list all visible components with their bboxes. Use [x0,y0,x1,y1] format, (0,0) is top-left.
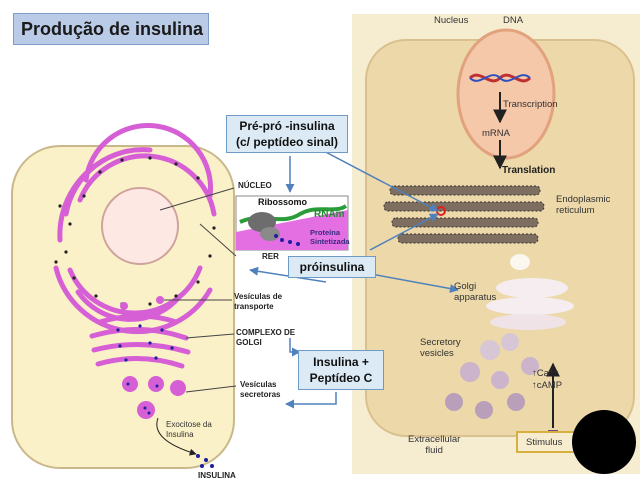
label-mrna: mRNA [482,128,510,139]
label-golgi-apparatus: Golgi apparatus [454,281,496,303]
rer-membranes [53,123,217,335]
label-transcription: Transcription [503,99,558,110]
insulina-line2: Peptídeo C [309,371,373,385]
label-exocitose: Exocitose da Insulina [166,420,212,440]
connector-arrows [249,147,459,409]
label-extracellular-1: Extracellular [408,434,461,445]
label-extracellular-2: fluid [425,445,443,456]
leader-lines [159,187,237,393]
label-vesiculas-transporte-1: Vesículas de [234,292,283,301]
label-insulina: INSULINA [198,471,236,480]
label-er: Endoplasmic reticulum [556,194,610,216]
label-er-1: Endoplasmic [556,194,611,205]
right-cell-figure [352,14,640,474]
black-circle [572,410,636,474]
label-exocitose-1: Exocitose da [166,420,212,429]
left-nucleus [101,187,179,265]
ribosome-inset [235,195,349,251]
rough-er-stacks [383,185,545,244]
label-complexo-golgi-1: COMPLEXO DE [236,328,296,337]
label-complexo-golgi-2: GOLGI [236,338,262,347]
label-camp-text: cAMP [536,380,563,391]
label-rnam: RNAm [314,209,345,220]
label-nucleo: NÚCLEO [238,181,272,190]
label-secretory-2: vesicles [420,348,454,359]
golgi-stacks [486,254,574,330]
insulina-line1: Insulina + [313,355,369,369]
label-vesiculas-secretoras: Vesículas secretoras [240,380,280,400]
label-proteina: Proteína Sintetizada [310,228,350,246]
golgi-membranes [89,313,191,369]
label-vesiculas-secretoras-2: secretoras [240,390,281,399]
label-vesiculas-transporte-2: transporte [234,302,274,311]
preproinsulina-callout: Pré-pró -insulina (c/ peptídeo sinal) [226,115,348,153]
label-ca-text: Ca⁺⁺ [536,368,559,379]
label-exocitose-2: Insulina [166,430,194,439]
label-ribossomo: Ribossomo [258,197,308,207]
label-extracellular-fluid: Extracellular fluid [408,434,460,456]
page-title: Produção de insulina [13,13,209,45]
label-nucleus: Nucleus [434,15,469,26]
preproinsulina-line2: (c/ peptídeo sinal) [235,135,338,149]
label-golgi-1: Golgi [454,281,477,292]
label-secretory-vesicles: Secretory vesicles [420,337,461,359]
preproinsulina-line1: Pré-pró -insulina [239,119,335,133]
label-camp: ↑cAMP [532,380,563,391]
label-vesiculas-transporte: Vesículas de transporte [234,292,282,312]
label-er-2: reticulum [556,205,595,216]
label-proteina-2: Sintetizada [310,237,350,246]
insulina-callout: Insulina + Peptídeo C [298,350,384,390]
secretory-vesicles-right [445,333,539,419]
label-proteina-1: Proteína [310,228,341,237]
released-insulin-dots [196,454,214,468]
label-translation: Translation [502,165,556,176]
proinsulina-callout: próinsulina [288,256,376,278]
label-stimulus: Stimulus [526,437,563,448]
label-ca: ↑Ca⁺⁺ [532,368,559,379]
label-dna: DNA [503,15,524,26]
label-golgi-2: apparatus [454,292,497,303]
label-complexo-golgi: COMPLEXO DE GOLGI [236,328,295,348]
secretory-vesicles-left [122,376,186,419]
label-secretory-1: Secretory [420,337,461,348]
left-cell-figure [11,123,237,469]
label-rer: RER [262,252,279,261]
label-vesiculas-secretoras-1: Vesículas [240,380,277,389]
